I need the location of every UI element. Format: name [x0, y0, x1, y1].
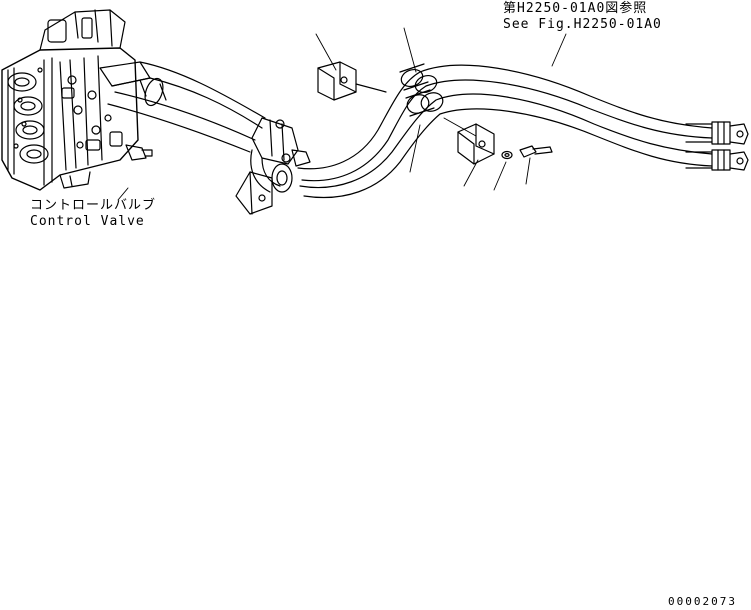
main-hose-pair	[297, 63, 749, 199]
valve-hose-section	[99, 61, 311, 215]
control-valve-assembly	[1, 9, 153, 191]
clamp-upper	[317, 61, 387, 101]
clamp-lower	[457, 123, 495, 165]
reference-label-english: See Fig.H2250-01A0	[503, 17, 662, 32]
leader-lines	[117, 27, 567, 201]
washer	[501, 150, 513, 160]
drawing-number: 00002073	[668, 595, 737, 608]
control-valve-label-english: Control Valve	[30, 214, 145, 229]
reference-label-japanese: 第H2250-01A0図参照	[503, 1, 648, 16]
control-valve-label-japanese: コントロールバルブ	[30, 198, 157, 213]
bolt	[519, 145, 553, 158]
